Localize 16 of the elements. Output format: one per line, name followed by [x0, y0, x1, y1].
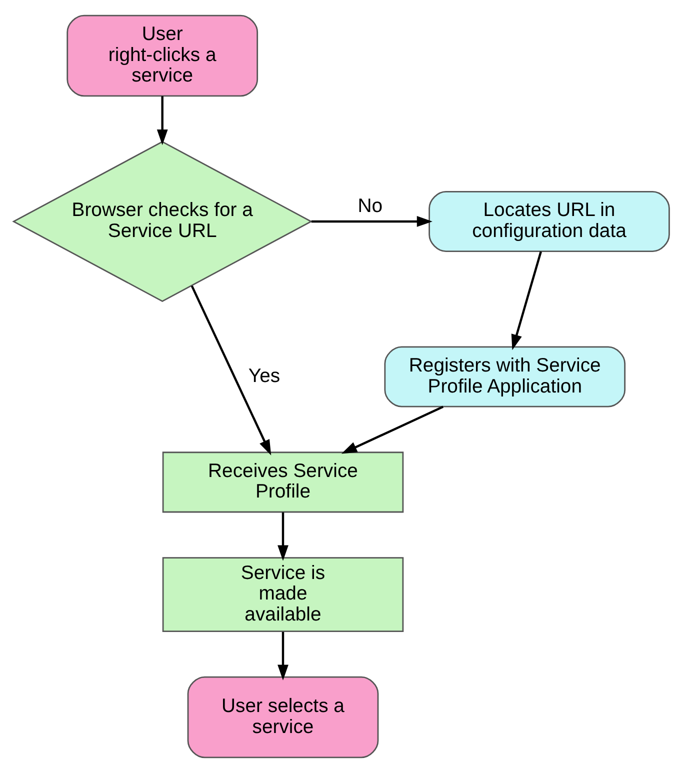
- node-box: Service is made available: [162, 556, 404, 632]
- node-box: Receives Service Profile: [162, 451, 404, 512]
- edge-label: No: [358, 194, 383, 217]
- arrow: [511, 250, 542, 350]
- arrow: [156, 96, 168, 145]
- arrow: [311, 216, 432, 226]
- arrow: [190, 285, 272, 455]
- arrow: [278, 512, 288, 560]
- node-box: Locates URL in configuration data: [428, 190, 670, 252]
- node-diamond: Browser checks for a Service URL: [12, 140, 313, 302]
- node-box: User right-clicks a service: [66, 14, 258, 96]
- arrow: [341, 405, 444, 454]
- arrow: [278, 631, 288, 680]
- edge-label: Yes: [248, 364, 280, 386]
- node-box: User selects a service: [187, 676, 379, 758]
- node-box: Registers with Service Profile Application: [384, 346, 626, 407]
